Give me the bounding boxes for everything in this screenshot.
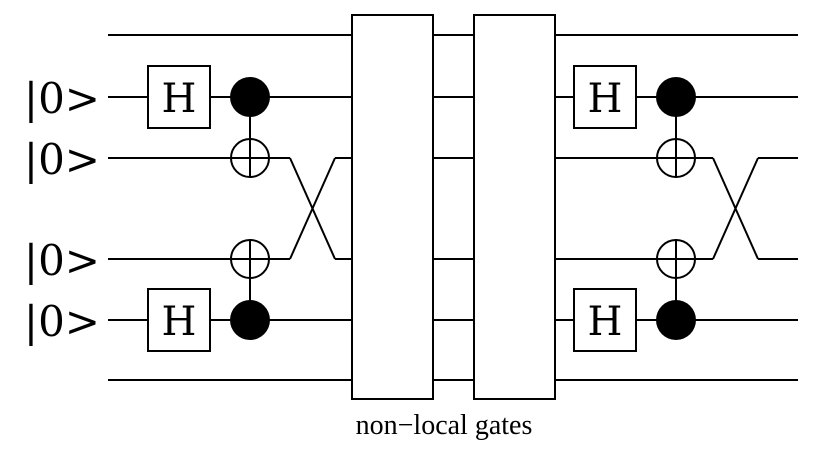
caption-nonlocal-gates: non−local gates	[356, 410, 533, 441]
swap-right	[712, 157, 759, 260]
hadamard-gate-box	[147, 288, 211, 352]
hadamard-gate-box	[147, 65, 211, 129]
input-label-4: |0>	[24, 297, 100, 346]
swap-left-line-up	[289, 157, 336, 260]
swap-right-line-up	[712, 157, 759, 260]
control-dot	[230, 300, 270, 340]
nonlocal-gate-box-2	[473, 14, 556, 400]
left-stage: H H	[147, 65, 270, 352]
input-labels: |0> |0> |0> |0>	[24, 74, 100, 346]
control-dot	[656, 77, 696, 117]
input-label-1: |0>	[24, 74, 100, 123]
control-dot	[230, 77, 270, 117]
hadamard-gate-box	[573, 288, 637, 352]
input-label-3: |0>	[24, 236, 100, 285]
input-label-2: |0>	[24, 135, 100, 184]
hadamard-gate-label: H	[162, 299, 197, 345]
hadamard-gate-label: H	[588, 76, 623, 122]
control-dot	[656, 300, 696, 340]
swap-left	[289, 157, 336, 260]
right-stage: H H	[573, 65, 696, 352]
hadamard-gate-label: H	[588, 299, 623, 345]
hadamard-gate-box	[573, 65, 637, 129]
hadamard-gate-label: H	[162, 76, 197, 122]
wires	[108, 34, 798, 381]
nonlocal-gate-box-1	[351, 14, 434, 400]
